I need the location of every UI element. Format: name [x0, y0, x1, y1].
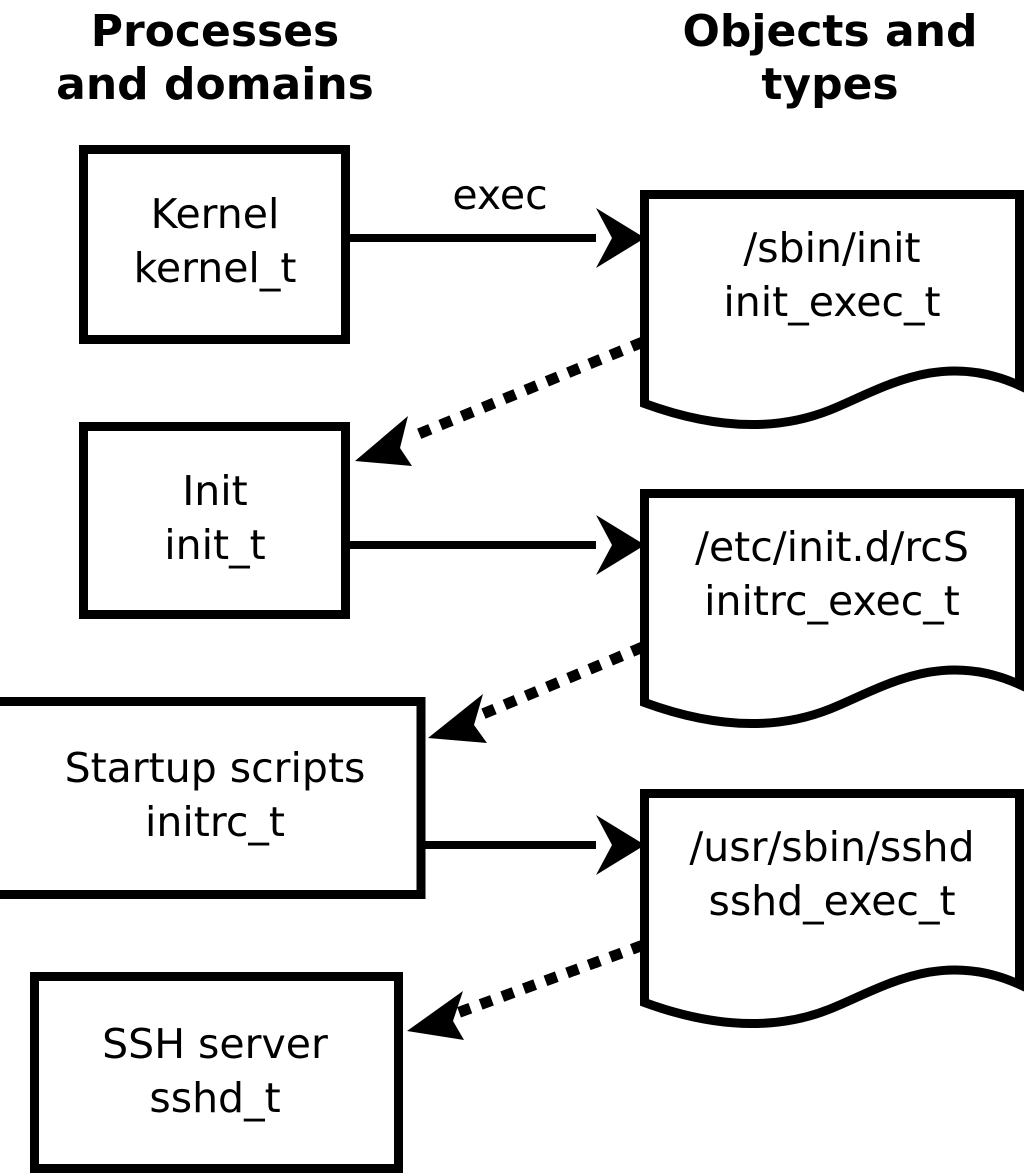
- node-kernel-domain-line1: Kernel: [151, 190, 280, 238]
- node-sshd-exec-object-line2: sshd_exec_t: [708, 877, 955, 925]
- node-init-exec-object-shape[interactable]: [640, 190, 1024, 430]
- edge-initrc-exec-transition-initrc: [428, 641, 646, 743]
- arrowhead-init-exec: [596, 515, 645, 575]
- node-initrc-exec-object-shape[interactable]: [640, 489, 1024, 729]
- node-kernel-domain-box[interactable]: [79, 145, 350, 344]
- node-sshd-exec-object[interactable]: /usr/sbin/sshd sshd_exec_t: [640, 789, 1024, 1029]
- node-kernel-domain-line2: kernel_t: [134, 244, 297, 292]
- edge-kernel-exec-init-exec: exec: [349, 171, 645, 268]
- column-header-processes: Processes and domains: [56, 6, 374, 110]
- edge-initrc-exec-sshd-exec: [425, 815, 645, 875]
- node-init-domain-box[interactable]: [79, 422, 350, 619]
- node-init-domain-line2: init_t: [164, 521, 265, 569]
- edge-line-sshd-transition: [452, 939, 646, 1020]
- column-header-processes-line1: Processes: [91, 6, 340, 57]
- node-initrc-domain-box[interactable]: [0, 697, 426, 899]
- column-header-objects-line1: Objects and: [683, 6, 978, 57]
- arrowhead-sshd-transition: [407, 991, 464, 1040]
- node-initrc-exec-object[interactable]: /etc/init.d/rcS initrc_exec_t: [640, 489, 1024, 729]
- arrowhead-kernel-exec: [596, 208, 645, 268]
- arrowhead-initrc-exec: [596, 815, 645, 875]
- edge-line-init-transition: [396, 336, 646, 448]
- node-initrc-exec-object-line2: initrc_exec_t: [704, 577, 960, 625]
- node-sshd-domain[interactable]: SSH server sshd_t: [30, 972, 403, 1173]
- node-initrc-domain-line2: initrc_t: [145, 798, 285, 846]
- edge-init-exec-transition-init: [355, 336, 646, 466]
- column-header-objects: Objects and types: [683, 6, 978, 110]
- node-init-exec-object[interactable]: /sbin/init init_exec_t: [640, 190, 1024, 430]
- node-init-domain-line1: Init: [182, 467, 248, 515]
- edge-init-exec-initrc-exec: [349, 515, 645, 575]
- node-init-domain[interactable]: Init init_t: [79, 422, 350, 619]
- node-sshd-domain-box[interactable]: [30, 972, 403, 1173]
- node-initrc-domain[interactable]: Startup scripts initrc_t: [0, 697, 426, 899]
- node-kernel-domain[interactable]: Kernel kernel_t: [79, 145, 350, 344]
- edge-sshd-exec-transition-sshd: [407, 939, 646, 1040]
- edge-line-initrc-transition: [470, 641, 646, 724]
- arrowhead-init-transition: [355, 416, 412, 466]
- node-sshd-domain-line2: sshd_t: [149, 1074, 280, 1122]
- edge-label-exec: exec: [452, 171, 547, 219]
- node-initrc-exec-object-line1: /etc/init.d/rcS: [695, 523, 969, 571]
- node-sshd-exec-object-line1: /usr/sbin/sshd: [689, 823, 974, 871]
- column-header-objects-line2: types: [761, 59, 898, 110]
- node-sshd-domain-line1: SSH server: [102, 1020, 328, 1068]
- arrowhead-initrc-transition: [428, 694, 487, 743]
- node-init-exec-object-line2: init_exec_t: [723, 278, 940, 326]
- node-init-exec-object-line1: /sbin/init: [743, 224, 920, 272]
- node-sshd-exec-object-shape[interactable]: [640, 789, 1024, 1029]
- node-initrc-domain-line1: Startup scripts: [65, 744, 366, 792]
- column-header-processes-line2: and domains: [56, 59, 374, 110]
